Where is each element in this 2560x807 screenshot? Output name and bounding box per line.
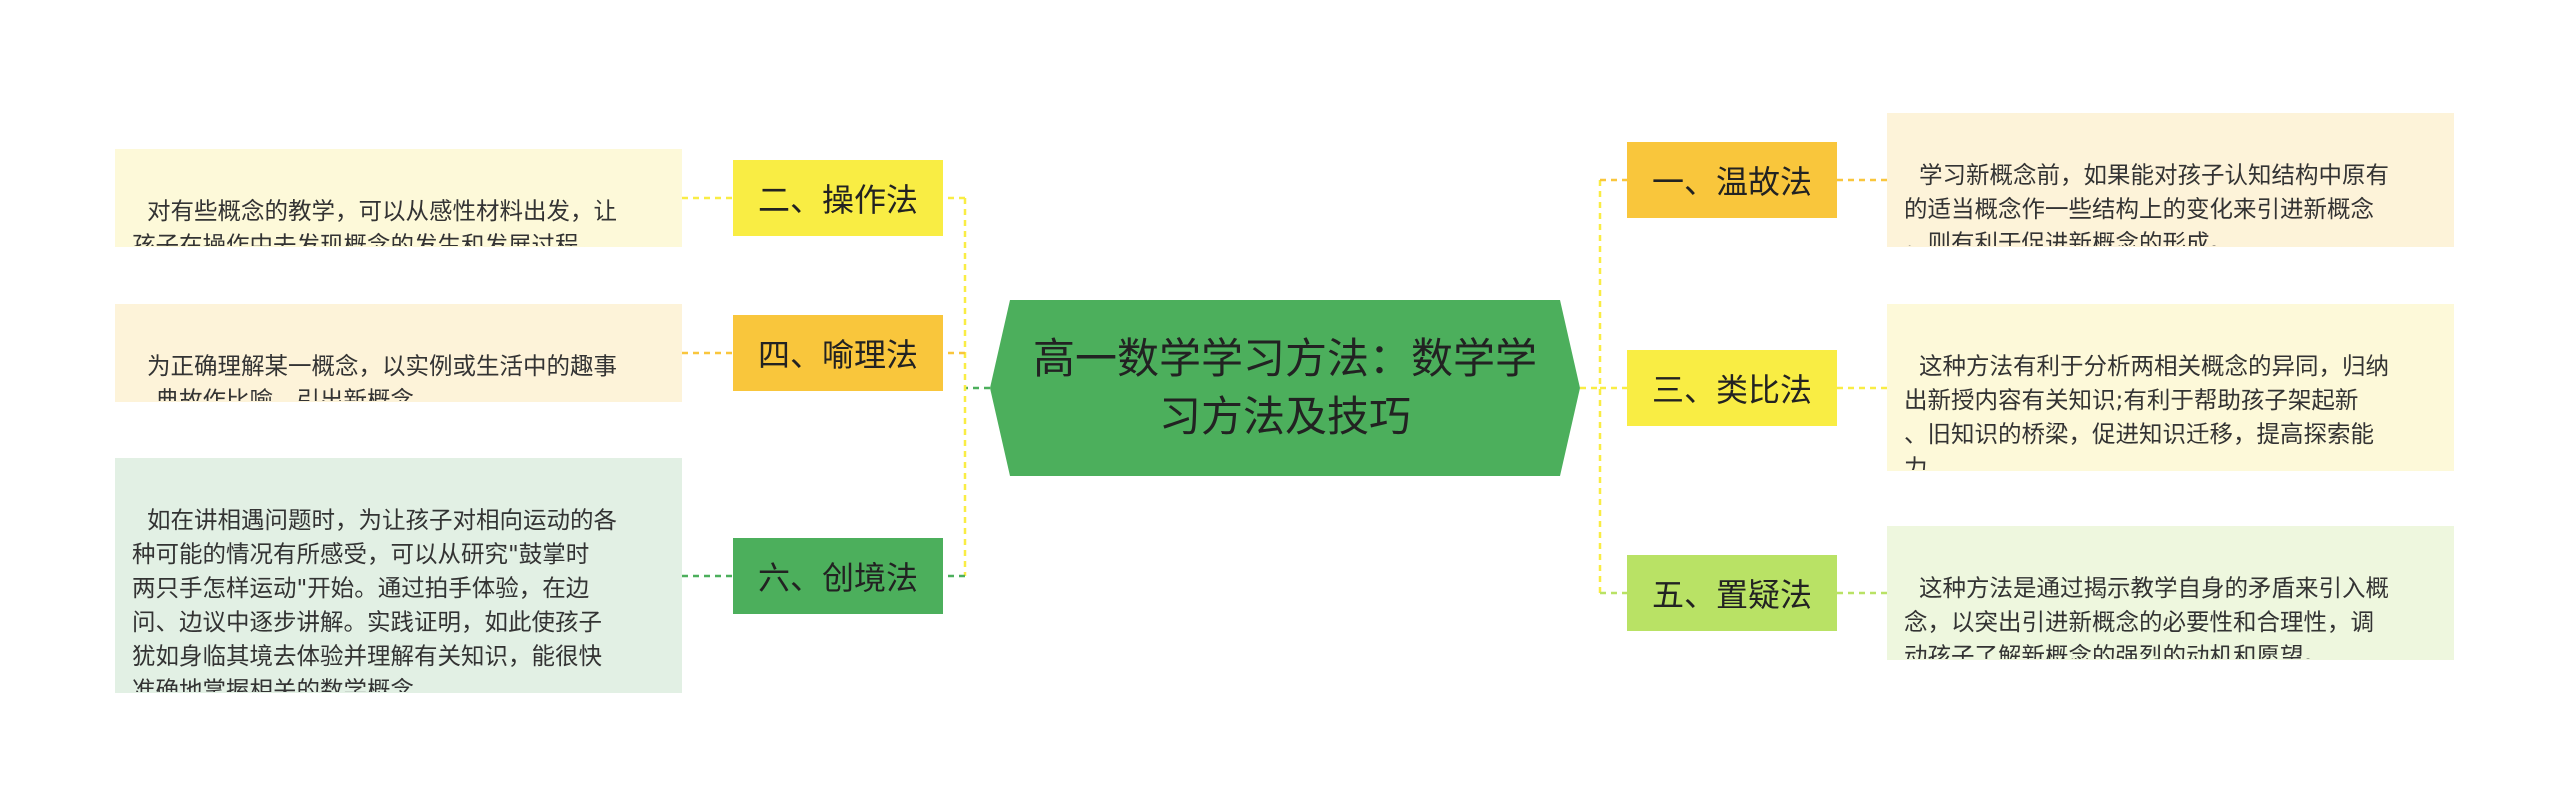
branch-comparison-method-note: 这种方法有利于分析两相关概念的异同，归纳 出新授内容有关知识;有利于帮助孩子架起… [1887, 304, 2454, 471]
branch-operation-method-note: 对有些概念的教学，可以从感性材料出发，让 孩子在操作中去发现概念的发生和发展过程… [115, 149, 682, 247]
note-text: 这种方法是通过揭示教学自身的矛盾来引入概 念，以突出引进新概念的必要性和合理性，… [1904, 574, 2389, 660]
branch-questioning-method[interactable]: 五、置疑法 [1627, 555, 1837, 631]
branch-analogy-reasoning-method[interactable]: 四、喻理法 [733, 315, 943, 391]
branch-review-method[interactable]: 一、温故法 [1627, 142, 1837, 218]
note-text: 如在讲相遇问题时，为让孩子对相向运动的各 种可能的情况有所感受，可以从研究"鼓掌… [132, 506, 617, 693]
branch-label: 二、操作法 [757, 181, 918, 219]
branch-comparison-method[interactable]: 三、类比法 [1627, 350, 1837, 426]
branch-label: 五、置疑法 [1651, 576, 1812, 614]
branch-questioning-method-note: 这种方法是通过揭示教学自身的矛盾来引入概 念，以突出引进新概念的必要性和合理性，… [1887, 526, 2454, 660]
branch-review-method-note: 学习新概念前，如果能对孩子认知结构中原有 的适当概念作一些结构上的变化来引进新概… [1887, 113, 2454, 247]
note-text: 为正确理解某一概念，以实例或生活中的趣事 、典故作比喻，引出新概念. [132, 352, 617, 402]
note-text: 学习新概念前，如果能对孩子认知结构中原有 的适当概念作一些结构上的变化来引进新概… [1904, 161, 2389, 247]
central-topic-title: 高一数学学习方法：数学学习方法及技巧 [1032, 334, 1537, 441]
central-topic-shape [990, 300, 1580, 476]
note-text: 这种方法有利于分析两相关概念的异同，归纳 出新授内容有关知识;有利于帮助孩子架起… [1904, 352, 2389, 471]
branch-situation-method-note: 如在讲相遇问题时，为让孩子对相向运动的各 种可能的情况有所感受，可以从研究"鼓掌… [115, 458, 682, 693]
branch-operation-method[interactable]: 二、操作法 [733, 160, 943, 236]
branch-label: 三、类比法 [1651, 371, 1812, 409]
branch-situation-method[interactable]: 六、创境法 [733, 538, 943, 614]
note-text: 对有些概念的教学，可以从感性材料出发，让 孩子在操作中去发现概念的发生和发展过程… [132, 197, 617, 247]
central-topic: 高一数学学习方法：数学学习方法及技巧 [990, 300, 1580, 476]
branch-label: 六、创境法 [757, 559, 918, 597]
branch-analogy-reasoning-method-note: 为正确理解某一概念，以实例或生活中的趣事 、典故作比喻，引出新概念. [115, 304, 682, 402]
branch-label: 一、温故法 [1651, 163, 1812, 201]
branch-label: 四、喻理法 [757, 336, 918, 374]
